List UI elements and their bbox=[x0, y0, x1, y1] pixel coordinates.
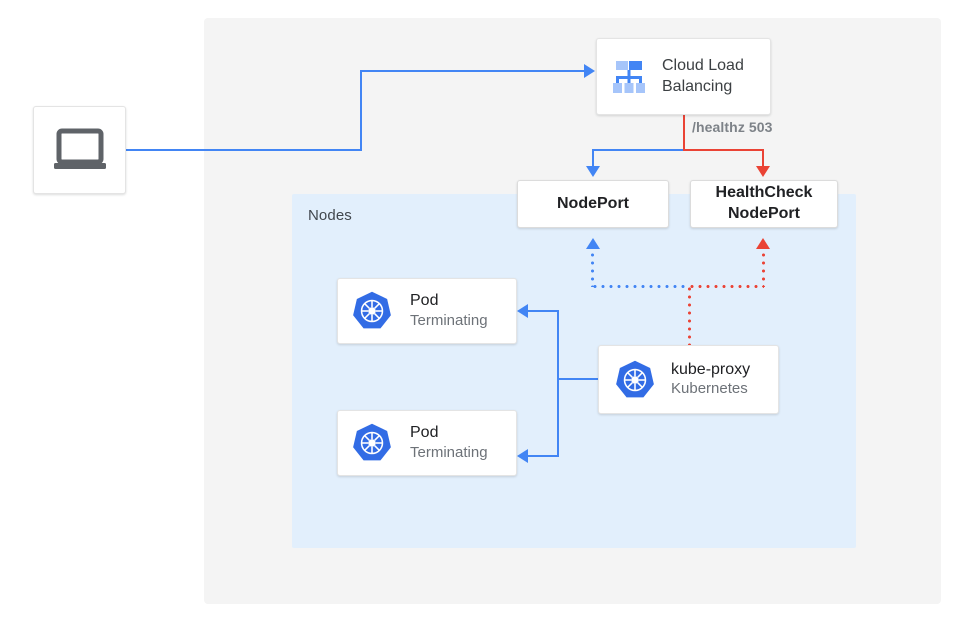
edge-kubeproxy-to-healthcheck-arrowhead bbox=[756, 238, 770, 249]
healthcheck-nodeport-label-line2: NodePort bbox=[727, 205, 800, 222]
client-node[interactable] bbox=[33, 106, 126, 194]
healthcheck-nodeport-label-line1: HealthCheck bbox=[715, 184, 813, 202]
nodes-panel-label: Nodes bbox=[308, 207, 352, 224]
edge-kubeproxy-to-nodeport-arrowhead bbox=[586, 238, 600, 249]
edge-client-to-lb-v bbox=[360, 70, 362, 151]
edge-kubeproxy-to-healthcheck-dotted-h bbox=[688, 285, 764, 288]
edge-lb-to-nodeport-h bbox=[592, 149, 684, 151]
kubernetes-icon bbox=[353, 423, 391, 461]
pod-node-1[interactable]: Pod Terminating bbox=[337, 278, 517, 344]
healthcheck-nodeport-labels: HealthCheck NodePort bbox=[716, 183, 813, 225]
edge-kubeproxy-to-nodeport-dotted-h bbox=[591, 285, 689, 288]
edge-client-to-lb-arrowhead bbox=[584, 64, 595, 78]
edge-kubeproxy-to-pods-h bbox=[558, 378, 600, 380]
cloud-load-balancing-title-line2: Balancing bbox=[662, 77, 733, 95]
nodeport-label: NodePort bbox=[557, 194, 629, 212]
edge-to-pod-2-arrowhead bbox=[517, 449, 528, 463]
edge-to-pod-1-arrowhead bbox=[517, 304, 528, 318]
edge-lb-down-red bbox=[683, 115, 685, 151]
kubernetes-icon bbox=[353, 291, 391, 329]
pod-1-labels: Pod Terminating bbox=[410, 291, 488, 330]
edge-lb-to-healthcheck-arrowhead bbox=[756, 166, 770, 177]
pod-2-status: Terminating bbox=[410, 443, 488, 461]
edge-client-to-lb-h2 bbox=[360, 70, 584, 72]
kube-proxy-title: kube-proxy bbox=[671, 360, 751, 378]
edge-lb-to-healthcheck-v bbox=[762, 149, 764, 169]
edge-lb-to-nodeport-v bbox=[592, 149, 594, 169]
pod-node-2[interactable]: Pod Terminating bbox=[337, 410, 517, 476]
edge-to-pod-2-h bbox=[528, 455, 559, 457]
nodeport-node[interactable]: NodePort bbox=[517, 180, 669, 228]
pod-2-labels: Pod Terminating bbox=[410, 423, 488, 462]
kube-proxy-subtitle: Kubernetes bbox=[671, 380, 748, 398]
laptop-icon bbox=[53, 128, 106, 169]
edge-kubeproxy-up-dotted-v bbox=[688, 285, 691, 345]
pod-1-title: Pod bbox=[410, 292, 439, 310]
pod-2-title: Pod bbox=[410, 424, 439, 442]
kube-proxy-labels: kube-proxy Kubernetes bbox=[671, 360, 750, 399]
edge-lb-to-nodeport-arrowhead bbox=[586, 166, 600, 177]
edge-kubeproxy-to-pods-spine bbox=[557, 310, 559, 457]
kube-proxy-node[interactable]: kube-proxy Kubernetes bbox=[598, 345, 779, 414]
edge-client-to-lb-h1 bbox=[126, 149, 362, 151]
edge-kubeproxy-to-nodeport-dotted-v bbox=[591, 251, 594, 287]
edge-lb-to-healthcheck-h bbox=[683, 149, 764, 151]
cloud-load-balancing-icon bbox=[613, 60, 645, 93]
edge-to-pod-1-h bbox=[528, 310, 559, 312]
cloud-load-balancing-labels: Cloud Load Balancing bbox=[662, 56, 744, 96]
healthz-status-label: /healthz 503 bbox=[692, 119, 773, 135]
edge-kubeproxy-to-healthcheck-dotted-v bbox=[762, 251, 765, 287]
kubernetes-icon bbox=[616, 360, 654, 397]
pod-1-status: Terminating bbox=[410, 311, 488, 329]
healthcheck-nodeport-node[interactable]: HealthCheck NodePort bbox=[690, 180, 838, 228]
cloud-load-balancing-title-line1: Cloud Load bbox=[662, 57, 744, 75]
cloud-load-balancing-node[interactable]: Cloud Load Balancing bbox=[596, 38, 771, 115]
